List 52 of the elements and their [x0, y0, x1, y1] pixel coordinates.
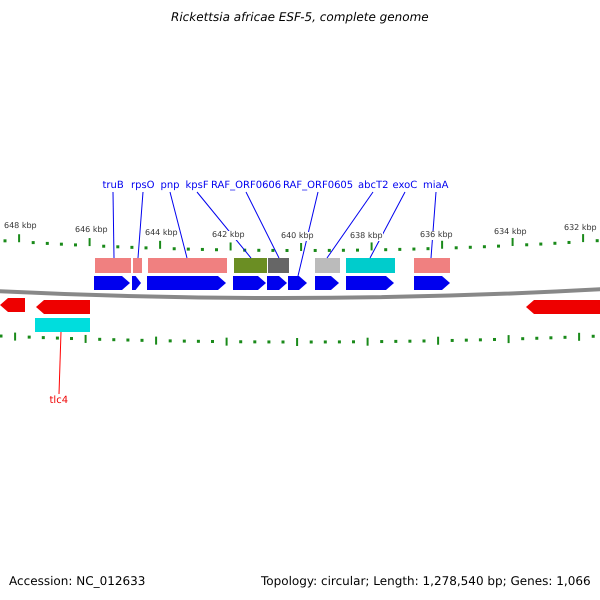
scale-label: 642 kbp — [212, 231, 245, 240]
scale-label: 644 kbp — [145, 229, 178, 238]
leader-line — [370, 192, 406, 258]
scale-label: 636 kbp — [420, 231, 453, 240]
leader-line — [58, 332, 62, 394]
leader-line — [430, 192, 436, 258]
scale-label: 638 kbp — [350, 232, 383, 241]
scale-label: 634 kbp — [494, 228, 527, 237]
feature-bar — [148, 258, 227, 273]
footer-text: Topology: circular; Length: 1,278,540 bp; Genes: 1,066 — [261, 575, 591, 588]
feature-bar — [414, 258, 450, 273]
gene-feature — [132, 276, 141, 290]
leader-line — [196, 192, 252, 258]
gene-label: RAF_ORF0605 — [283, 180, 354, 191]
gene-label: abcT2 — [358, 180, 388, 191]
gene-feature — [267, 276, 287, 290]
gene-feature — [288, 276, 307, 290]
gene-feature — [526, 300, 600, 314]
title: Rickettsia africae ESF-5, complete genome — [171, 11, 429, 24]
gene-feature — [0, 298, 25, 312]
footer-text: Accession: NC_012633 — [9, 575, 146, 588]
scale-label: 640 kbp — [281, 232, 314, 241]
feature-bar — [133, 258, 142, 273]
feature-bar — [346, 258, 395, 273]
leader-line — [170, 192, 188, 258]
feature-bar — [268, 258, 289, 273]
gene-label: exoC — [392, 180, 418, 191]
gene-label: miaA — [423, 180, 448, 191]
gene-feature — [147, 276, 226, 290]
gene-label: pnp — [160, 180, 180, 191]
gene-label: rpsO — [131, 180, 155, 191]
scale-label: 632 kbp — [564, 224, 597, 233]
gene-label: truB — [102, 180, 124, 191]
feature-bar — [234, 258, 267, 273]
scale-label: 648 kbp — [4, 222, 37, 231]
leader-line — [112, 192, 114, 258]
feature-bar — [95, 258, 131, 273]
leader-line — [298, 192, 318, 276]
gene-feature — [315, 276, 339, 290]
gene-feature — [36, 300, 90, 314]
feature-bar — [35, 318, 90, 332]
gene-label: kpsF — [186, 180, 209, 191]
gene-feature — [346, 276, 394, 290]
scale-label: 646 kbp — [75, 226, 108, 235]
gene-feature — [414, 276, 450, 290]
gene-label: RAF_ORF0606 — [211, 180, 282, 191]
gene-feature — [94, 276, 130, 290]
gene-label: tlc4 — [50, 395, 68, 406]
feature-bar — [315, 258, 340, 273]
gene-feature — [233, 276, 266, 290]
leader-line — [246, 192, 280, 258]
leader-line — [138, 192, 144, 258]
